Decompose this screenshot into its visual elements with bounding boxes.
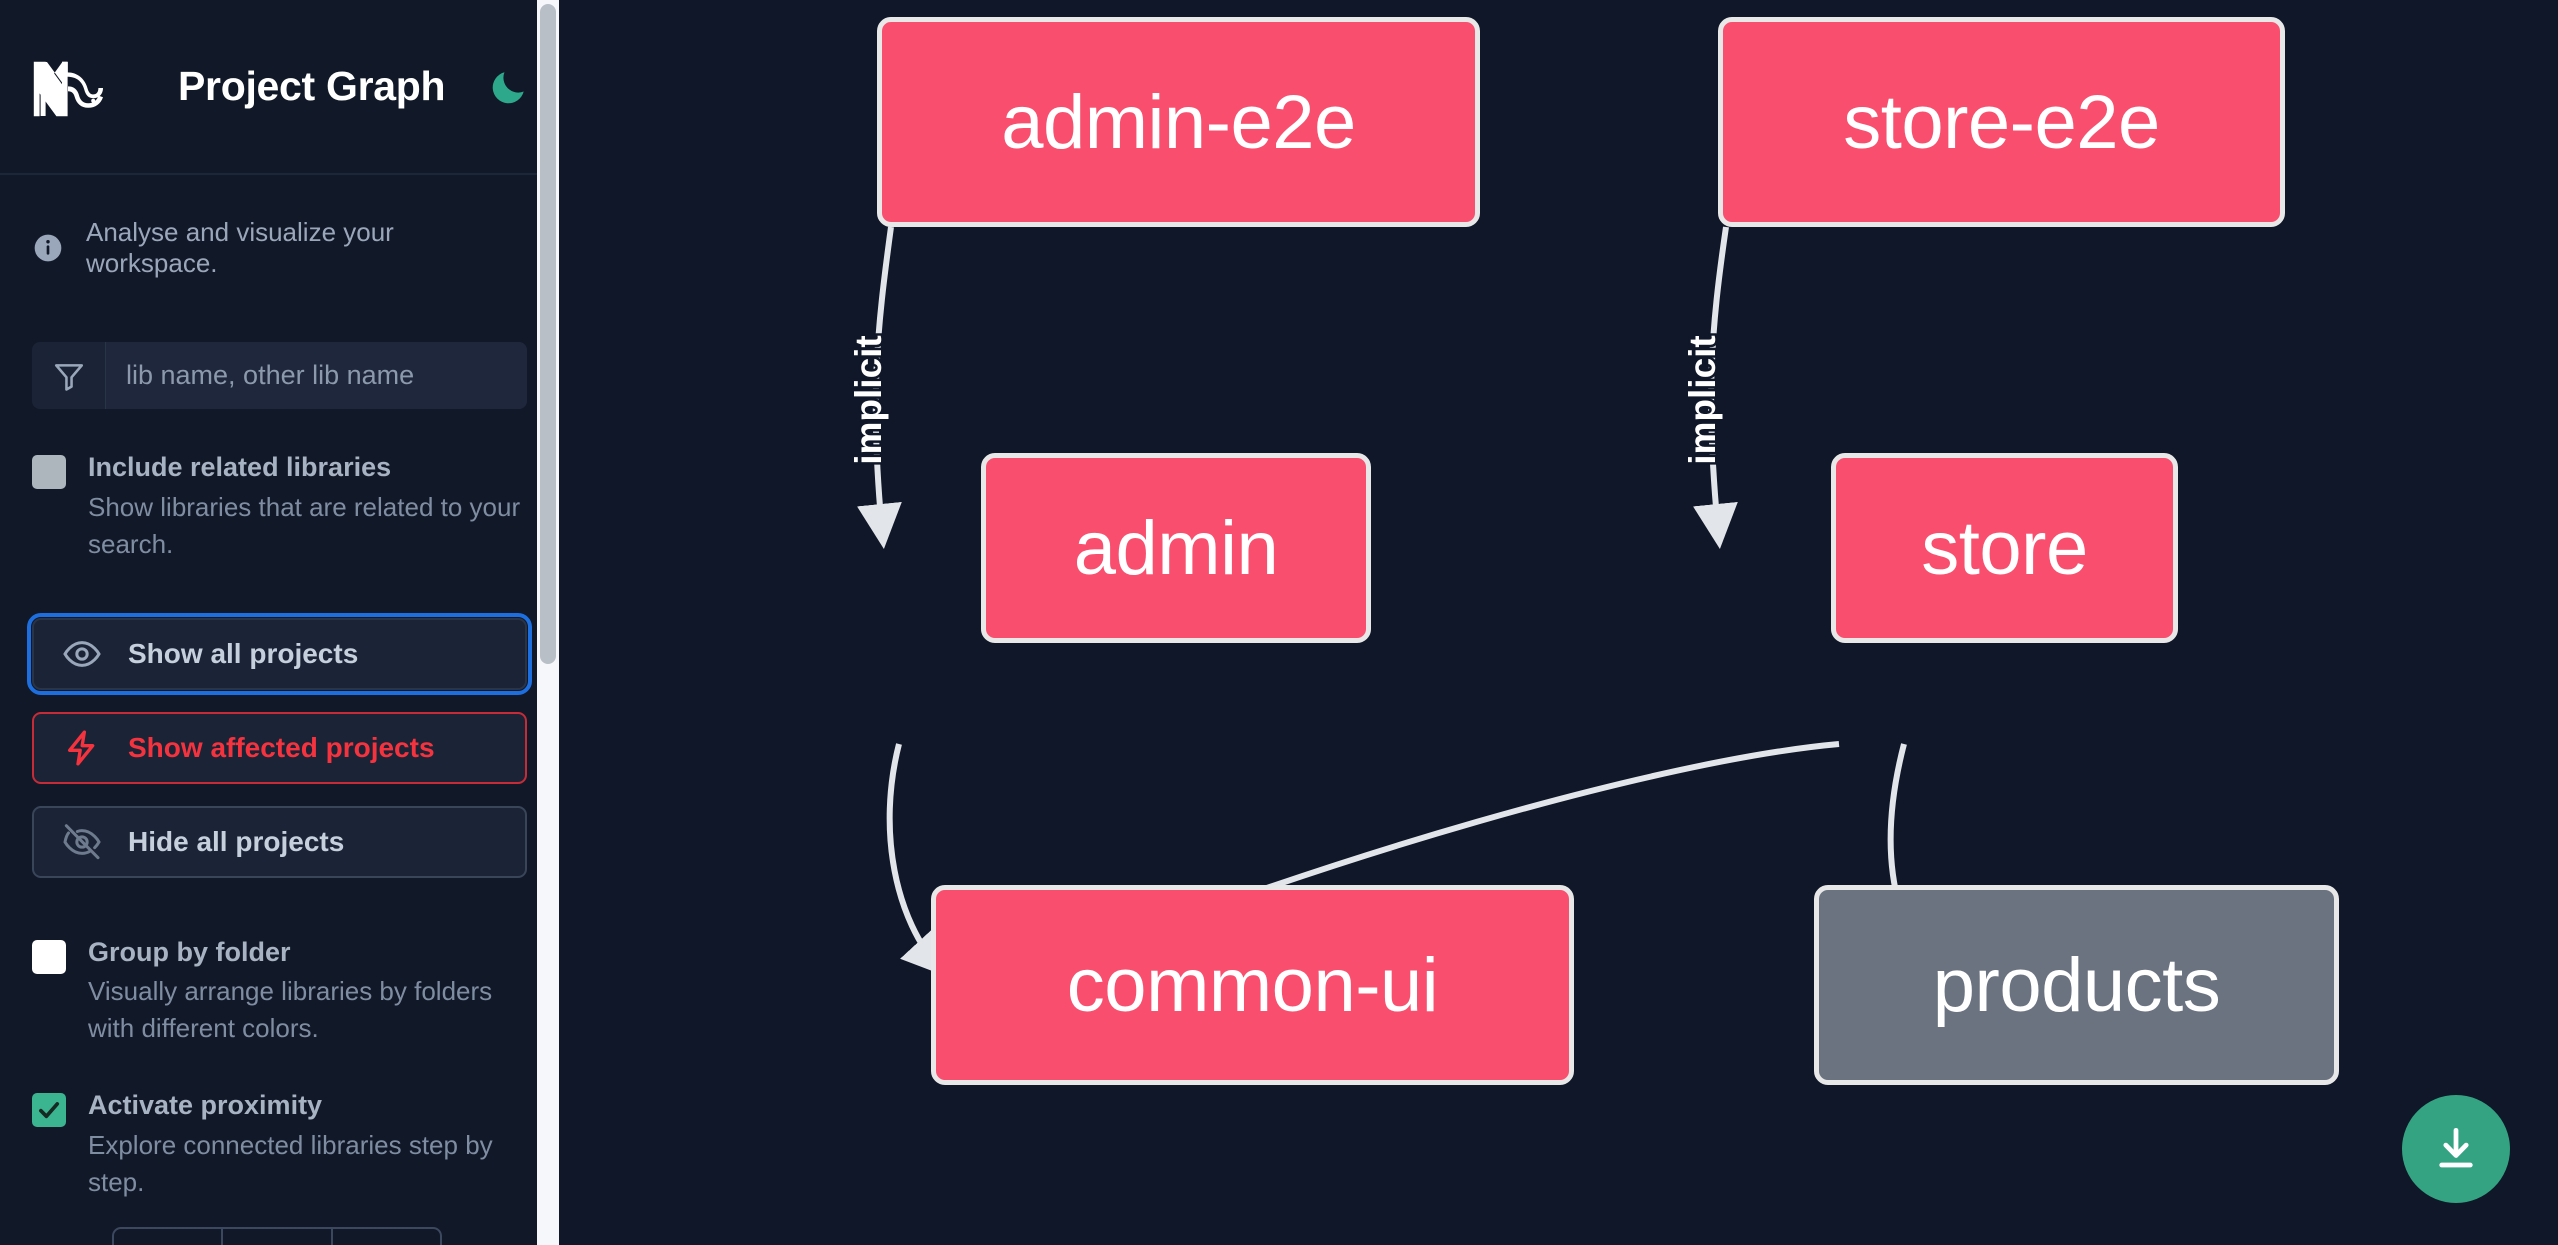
sidebar-scrollbar-thumb[interactable] (540, 4, 556, 664)
node-label: products (1932, 942, 2221, 1028)
eye-icon (62, 634, 102, 674)
edge-admin-e2e-admin (857, 226, 902, 549)
checkbox-include-related-libraries[interactable]: Include related libraries Show libraries… (32, 451, 527, 563)
info-icon (32, 232, 64, 264)
page-title: Project Graph (178, 63, 446, 109)
show-all-projects-button[interactable]: Show all projects (27, 612, 532, 695)
checkbox-activate-proximity[interactable]: Activate proximity Explore connected lib… (32, 1089, 527, 1201)
edge-store-e2e-store (1693, 226, 1738, 549)
hide-all-projects-button[interactable]: Hide all projects (32, 805, 527, 878)
node-label: store-e2e (1843, 79, 2160, 165)
sidebar-header: Project Graph (0, 0, 559, 175)
node-label: common-ui (1066, 942, 1439, 1028)
edge-admin-common-ui (886, 743, 948, 977)
button-label: Show all projects (128, 637, 359, 669)
show-affected-projects-button[interactable]: Show affected projects (32, 711, 527, 784)
info-banner: Analyse and visualize your workspace. (0, 175, 559, 279)
checkbox-description: Explore connected libraries step by step… (88, 1129, 493, 1197)
graph-node-admin-e2e[interactable]: admin-e2e (877, 17, 1480, 227)
segment-2[interactable] (223, 1229, 333, 1245)
edge-labels: implicit implicit (846, 333, 1726, 468)
nx-logo-icon (30, 54, 122, 120)
graph-node-admin[interactable]: admin (981, 453, 1371, 643)
checkbox-group-by-folder[interactable]: Group by folder Visually arrange librari… (32, 936, 527, 1048)
graph-edges: implicit implicit (846, 226, 1942, 977)
segment-3[interactable] (333, 1229, 440, 1245)
graph-node-products[interactable]: products (1814, 885, 2339, 1085)
checkbox-box[interactable] (32, 1093, 66, 1128)
checkbox-description: Show libraries that are related to your … (88, 491, 521, 559)
node-label: admin (1073, 505, 1279, 591)
moon-icon[interactable] (488, 66, 530, 108)
search-input[interactable] (106, 342, 527, 409)
checkbox-label: Include related libraries (88, 452, 392, 482)
checkbox-label: Activate proximity (88, 1090, 323, 1121)
proximity-step-segmented-control[interactable] (112, 1227, 442, 1245)
checkbox-label: Group by folder (88, 936, 291, 967)
graph-node-common-ui[interactable]: common-ui (931, 885, 1574, 1085)
graph-node-store[interactable]: store (1831, 453, 2178, 643)
sidebar-scrollbar-track[interactable] (537, 0, 559, 1245)
project-visibility-buttons: Show all projects Show affected projects (27, 612, 532, 878)
eye-off-icon (62, 822, 102, 862)
edge-label-implicit-admin: implicit (848, 335, 889, 465)
sidebar: Project Graph Analyse and visualize your… (0, 0, 559, 1245)
checkbox-description: Visually arrange libraries by folders wi… (88, 976, 493, 1044)
filter-field[interactable] (32, 342, 527, 409)
segment-1[interactable] (114, 1229, 224, 1245)
download-icon (2439, 1127, 2473, 1168)
button-label: Hide all projects (128, 825, 345, 857)
checkbox-box[interactable] (32, 455, 66, 489)
node-label: store (1921, 505, 2088, 591)
funnel-icon (32, 342, 106, 409)
graph-node-store-e2e[interactable]: store-e2e (1718, 17, 2285, 227)
edge-label-implicit-store: implicit (1682, 335, 1723, 465)
checkbox-box[interactable] (32, 939, 66, 974)
download-button[interactable] (2402, 1095, 2510, 1203)
button-label: Show affected projects (128, 731, 435, 763)
graph-canvas[interactable]: implicit implicit admin-e2e store-e2e ad… (559, 0, 2558, 1245)
node-label: admin-e2e (1001, 79, 1356, 165)
info-text: Analyse and visualize your workspace. (86, 217, 394, 278)
lightning-icon (62, 728, 102, 768)
